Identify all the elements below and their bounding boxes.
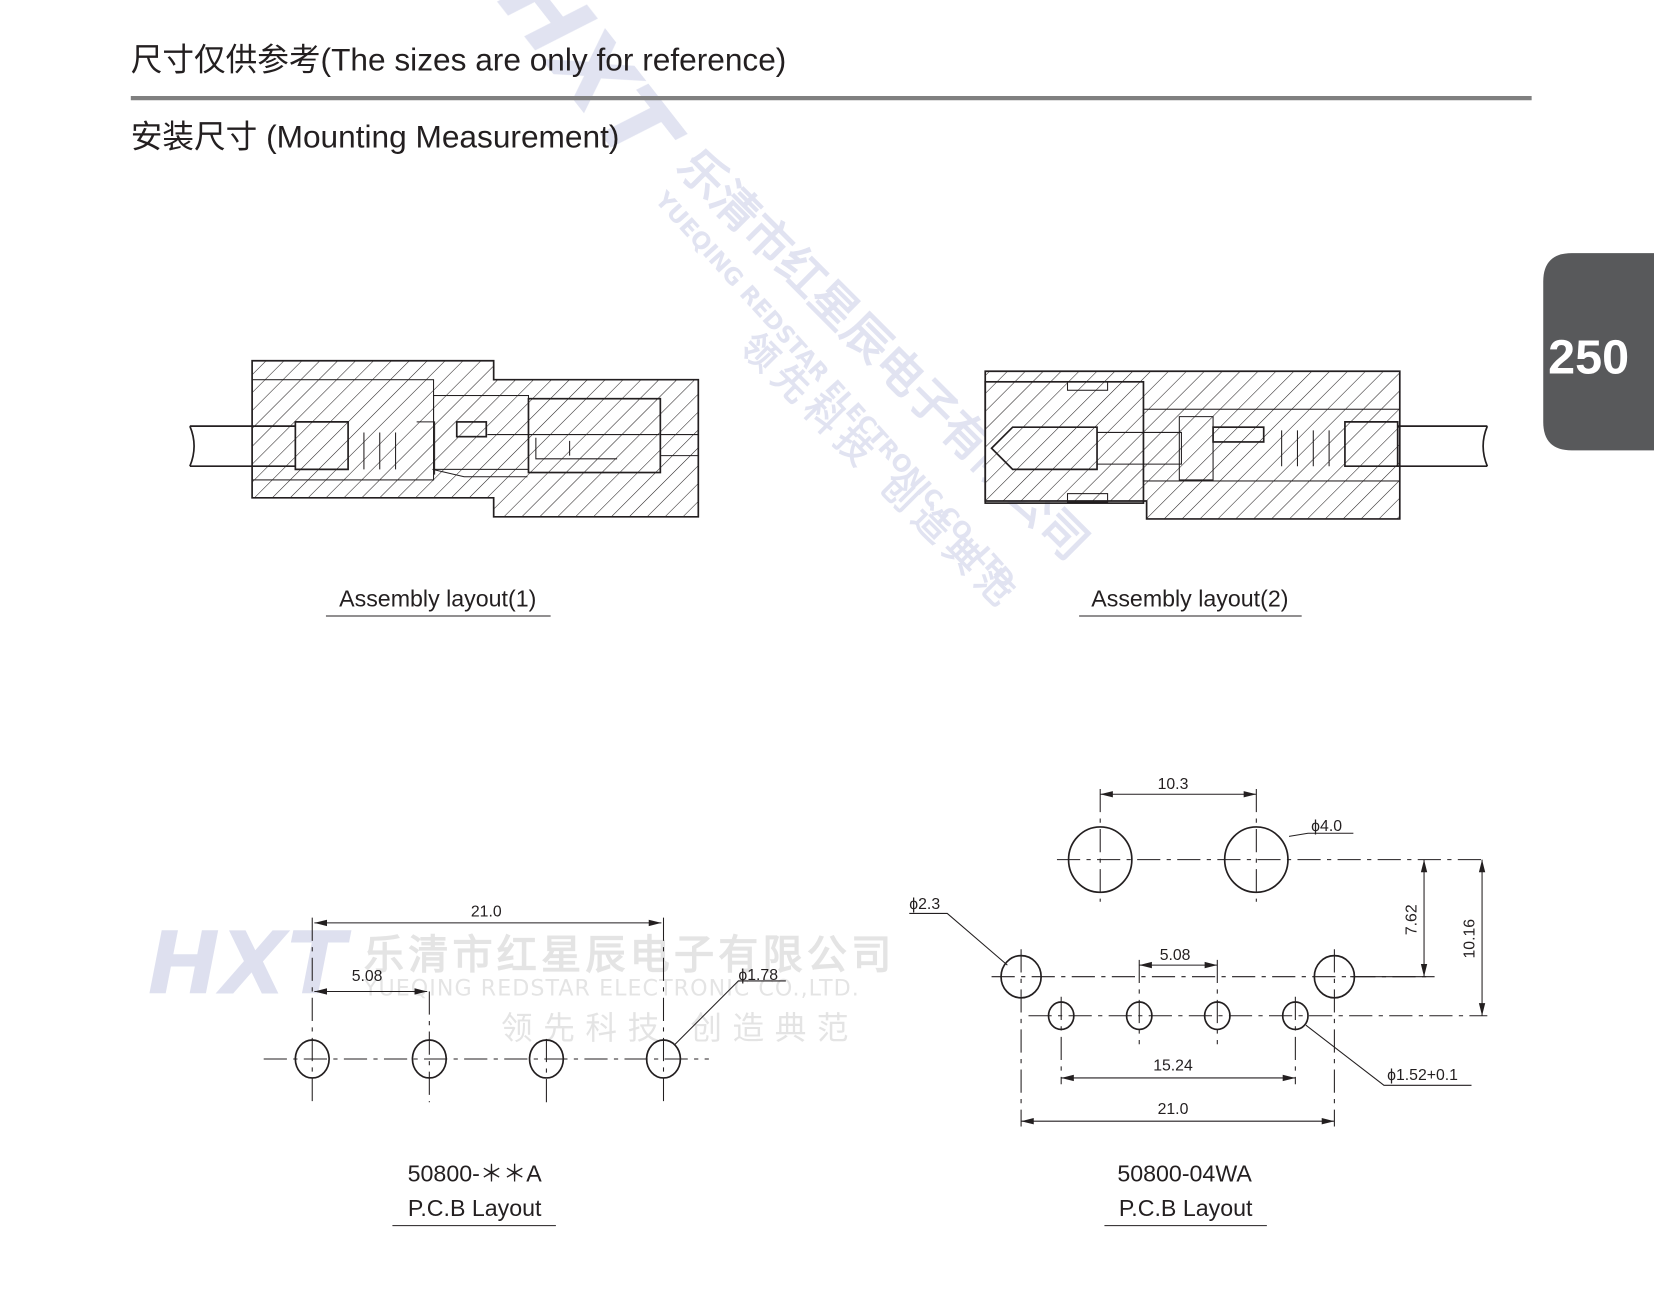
svg-text:乐清市红星辰电子有限公司: 乐清市红星辰电子有限公司: [364, 932, 896, 978]
dim-mount-hole: ϕ4.0: [1311, 818, 1342, 835]
dim-vertical-762: 7.62: [1404, 904, 1421, 935]
dim-pin-hole: ϕ1.52+0.1: [1387, 1067, 1458, 1084]
dim-pitch-left: 5.08: [352, 968, 383, 985]
svg-text:HXT: HXT: [148, 915, 352, 1015]
dim-vertical-1016: 10.16: [1462, 919, 1479, 959]
assembly-layout-1-drawing: [189, 359, 700, 518]
assembly-layout-2-drawing: [984, 370, 1489, 520]
dim-pin-span: 15.24: [1153, 1058, 1193, 1075]
dim-mount-pitch: 10.3: [1158, 776, 1189, 793]
svg-text:YUEQING REDSTAR ELECTRONIC CO.: YUEQING REDSTAR ELECTRONIC CO.,LTD.: [363, 976, 860, 1002]
page-number-tab: 250: [1543, 253, 1654, 451]
page-title: 尺寸仅供参考(The sizes are only for reference): [131, 42, 787, 78]
watermark-horizontal: HXT 乐清市红星辰电子有限公司 YUEQING REDSTAR ELECTRO…: [148, 915, 896, 1047]
dim-pitch-right: 5.08: [1160, 947, 1191, 964]
pcb-layout-left-drawing: [263, 917, 786, 1103]
dim-total-left: 21.0: [471, 904, 502, 921]
pcb-caption-left: P.C.B Layout: [408, 1195, 542, 1221]
assembly-layout-2-label: Assembly layout(2): [1091, 585, 1288, 611]
dim-peg-hole: ϕ2.3: [909, 896, 940, 913]
svg-text:250: 250: [1548, 330, 1629, 384]
dim-hole-left: ϕ1.78: [738, 967, 778, 984]
watermark-diagonal: HXT 乐清市红星辰电子有限公司 YUEQING REDSTAR ELECTRO…: [478, 0, 1100, 620]
part-number-left: 50800-＊＊A: [408, 1160, 543, 1186]
svg-text:领先科技 创造典范: 领先科技 创造典范: [501, 1011, 859, 1047]
dim-total-right: 21.0: [1158, 1101, 1189, 1118]
pcb-caption-right: P.C.B Layout: [1119, 1195, 1253, 1221]
svg-text:HXT: HXT: [478, 0, 702, 190]
assembly-layout-1-label: Assembly layout(1): [339, 585, 536, 611]
section-title: 安装尺寸 (Mounting Measurement): [131, 119, 620, 155]
pcb-layout-right-drawing: [909, 788, 1488, 1127]
part-number-right: 50800-04WA: [1117, 1160, 1252, 1186]
